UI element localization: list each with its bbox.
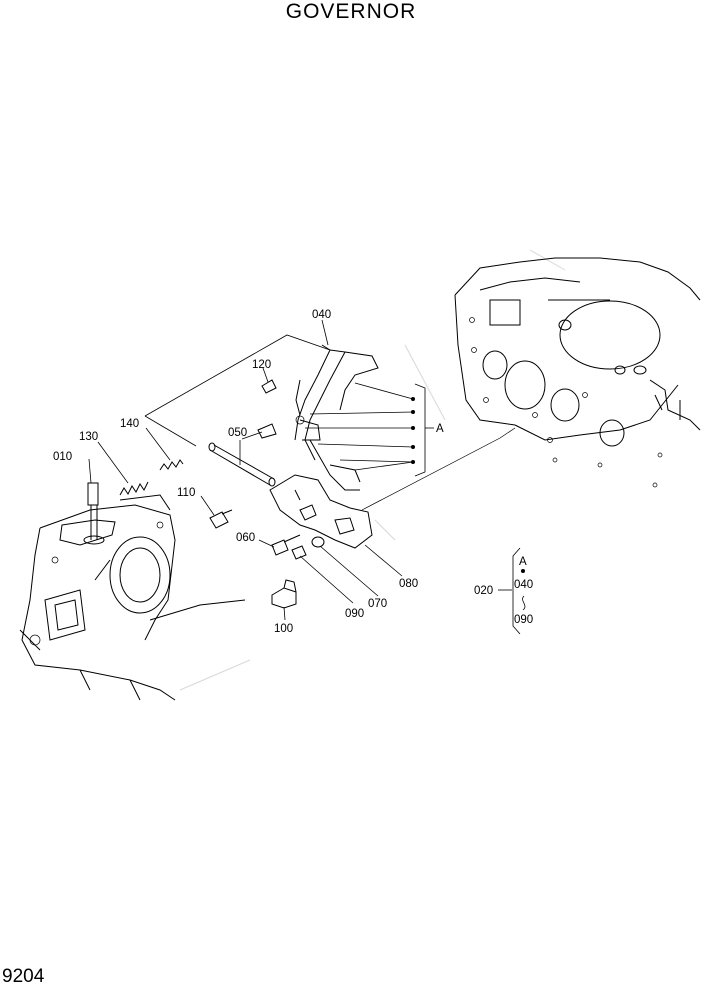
part-010-shaft — [83, 482, 105, 545]
part-130-spring — [119, 481, 149, 496]
legend-to-label: 090 — [514, 614, 533, 626]
callout-a: A — [436, 423, 444, 435]
gear-case — [19, 494, 246, 701]
a-group-dots — [411, 397, 415, 464]
diagram-title: GOVERNOR — [285, 0, 417, 23]
part-140-spring — [159, 459, 184, 471]
legend-from-label: 040 — [514, 579, 533, 591]
callout-130: 130 — [79, 431, 98, 443]
callout-070: 070 — [368, 598, 387, 610]
part-070-washer — [311, 536, 325, 548]
callout-080: 080 — [399, 578, 418, 590]
part-050-shaft — [208, 442, 276, 487]
page-number: 9204 — [2, 966, 45, 987]
callout-010: 010 — [53, 451, 72, 463]
watermark — [179, 249, 566, 691]
kit-legend: 020 A 040 090 — [474, 547, 533, 635]
leader-lines — [88, 319, 434, 621]
callout-060: 060 — [236, 532, 255, 544]
callout-120: 120 — [252, 359, 271, 371]
callout-100: 100 — [274, 623, 293, 635]
callout-090: 090 — [345, 608, 364, 620]
callout-040: 040 — [312, 309, 331, 321]
legend-kit-label: 020 — [474, 585, 493, 597]
part-060-bolt — [271, 534, 301, 556]
callout-050: 050 — [228, 427, 247, 439]
engine-block — [454, 257, 701, 488]
part-120-pin — [261, 379, 277, 394]
link-rod — [361, 427, 516, 511]
governor-bracket — [269, 474, 373, 549]
part-100-plug — [271, 579, 297, 609]
part-110-bolt — [209, 509, 233, 529]
part-090-bolt — [291, 545, 307, 560]
callout-110: 110 — [177, 487, 195, 499]
callout-140: 140 — [120, 418, 139, 430]
legend-a-label: A — [519, 556, 527, 568]
part-050-bolt — [257, 423, 277, 439]
